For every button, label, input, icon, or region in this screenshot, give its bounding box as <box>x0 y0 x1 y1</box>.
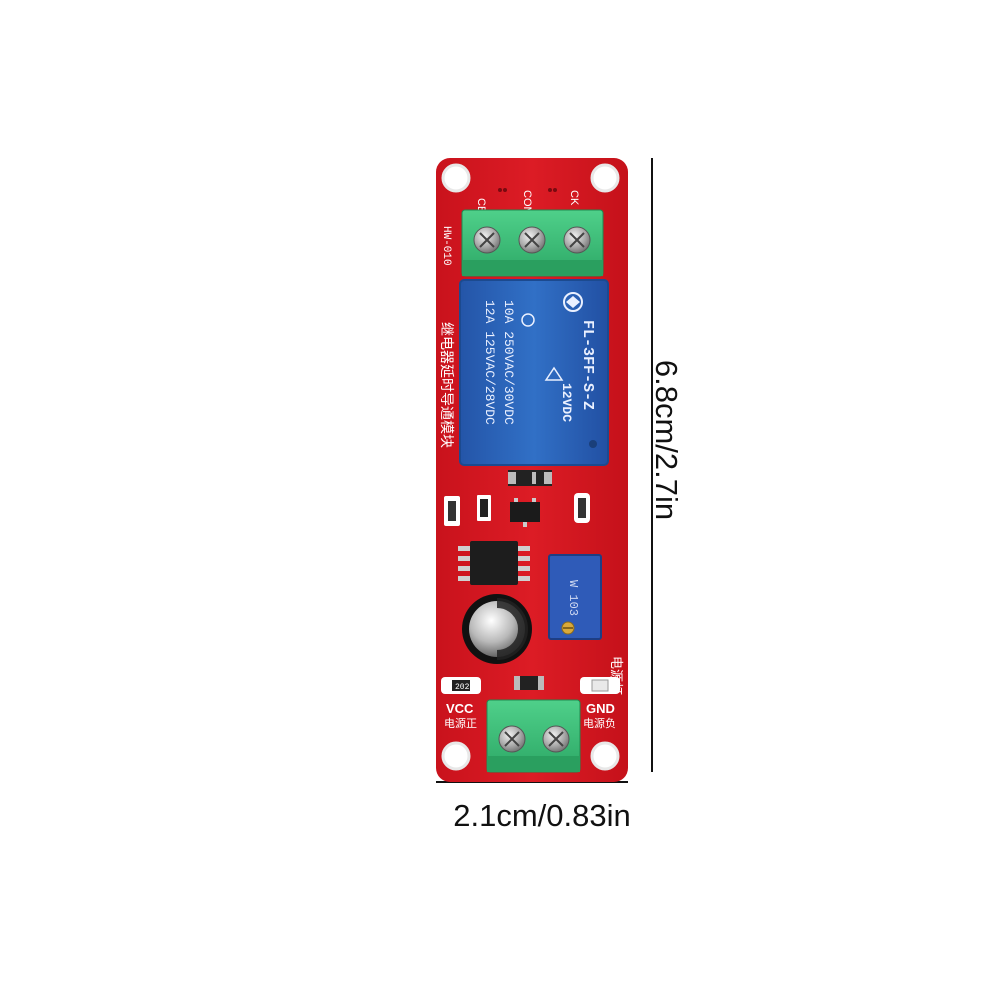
timer-ic-chip <box>458 541 530 585</box>
screw-icon <box>498 725 526 753</box>
screw-icon <box>473 226 501 254</box>
bottom-components: 202 <box>441 676 620 694</box>
gnd-cn-label: 电源负 <box>583 716 616 730</box>
width-dimension-label: 2.1cm/0.83in <box>453 798 631 833</box>
relay: FL-3FF-S-Z 12VDC 10A 250VAC/30VDC 12A 12… <box>459 279 609 466</box>
gnd-label: GND <box>586 701 615 716</box>
power-terminal-block <box>486 699 581 773</box>
cqc-mark-icon <box>521 313 535 327</box>
label-cb: CB <box>475 198 487 213</box>
relay-model: FL-3FF-S-Z <box>579 320 596 410</box>
terminal-labels: CB COM CK <box>475 190 580 216</box>
height-dimension-label: 6.8cm/2.7in <box>649 359 684 521</box>
vcc-cn-label: 电源正 <box>444 716 477 730</box>
screw-icon <box>542 725 570 753</box>
brand-logo-icon <box>563 292 583 312</box>
power-labels: VCC 电源正 GND 电源负 <box>444 701 616 730</box>
screw-icon <box>518 226 546 254</box>
resistor-code: 202 <box>455 683 470 692</box>
warning-triangle-icon <box>544 366 564 381</box>
capacitor <box>462 594 532 664</box>
smd-components <box>444 493 590 527</box>
label-com: COM <box>521 190 533 216</box>
pot-marking: W 103 <box>566 580 580 616</box>
output-terminal-block <box>461 209 604 277</box>
potentiometer: W 103 <box>548 554 602 640</box>
diode <box>508 470 552 486</box>
vcc-label: VCC <box>446 701 474 716</box>
board-title-cn: 继电器延时导通模块 <box>438 322 454 448</box>
screw-icon <box>563 226 591 254</box>
label-ck: CK <box>568 190 580 206</box>
relay-rating-1: 10A 250VAC/30VDC <box>501 300 516 425</box>
relay-rating-2: 12A 125VAC/28VDC <box>482 300 497 425</box>
board-model: HW-010 <box>440 226 452 266</box>
relay-coil: 12VDC <box>559 383 574 422</box>
